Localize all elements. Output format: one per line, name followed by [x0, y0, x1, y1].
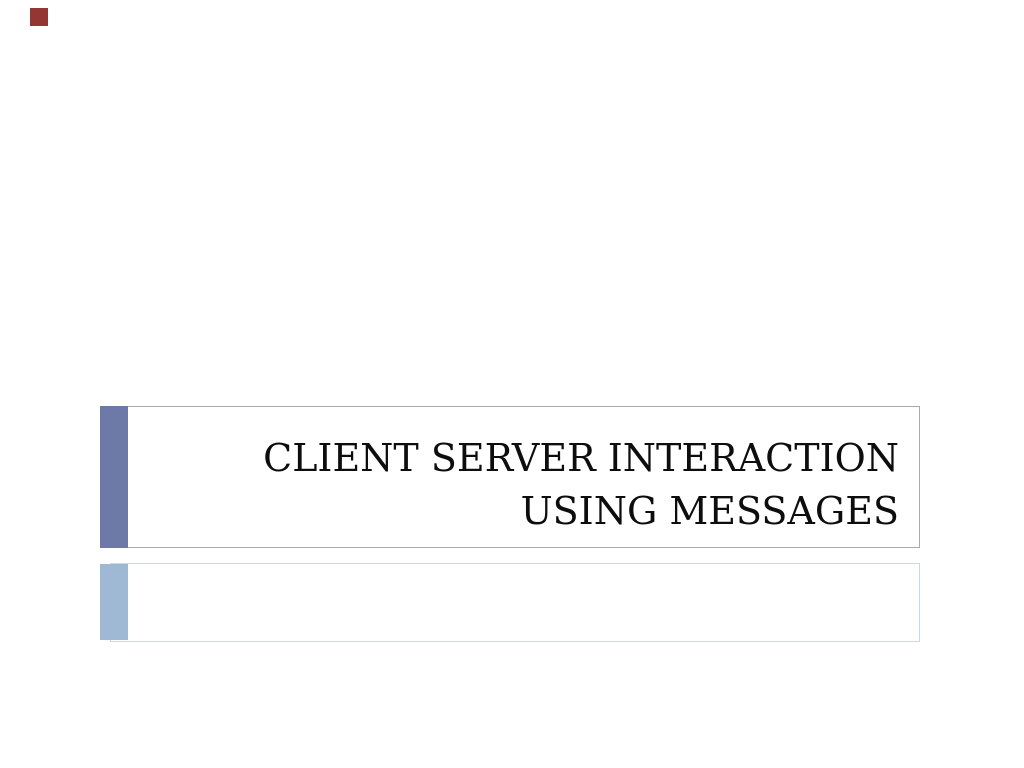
subtitle-accent-bar	[100, 564, 128, 640]
title-line-2: USING MESSAGES	[520, 489, 899, 533]
title-line-1: CLIENT SERVER INTERACTION	[263, 436, 899, 480]
corner-accent-square	[30, 8, 48, 26]
title-placeholder: CLIENT SERVER INTERACTION USING MESSAGES	[110, 406, 920, 548]
title-accent-bar	[100, 406, 128, 548]
slide-title: CLIENT SERVER INTERACTION USING MESSAGES	[111, 432, 919, 538]
subtitle-placeholder	[110, 563, 920, 642]
